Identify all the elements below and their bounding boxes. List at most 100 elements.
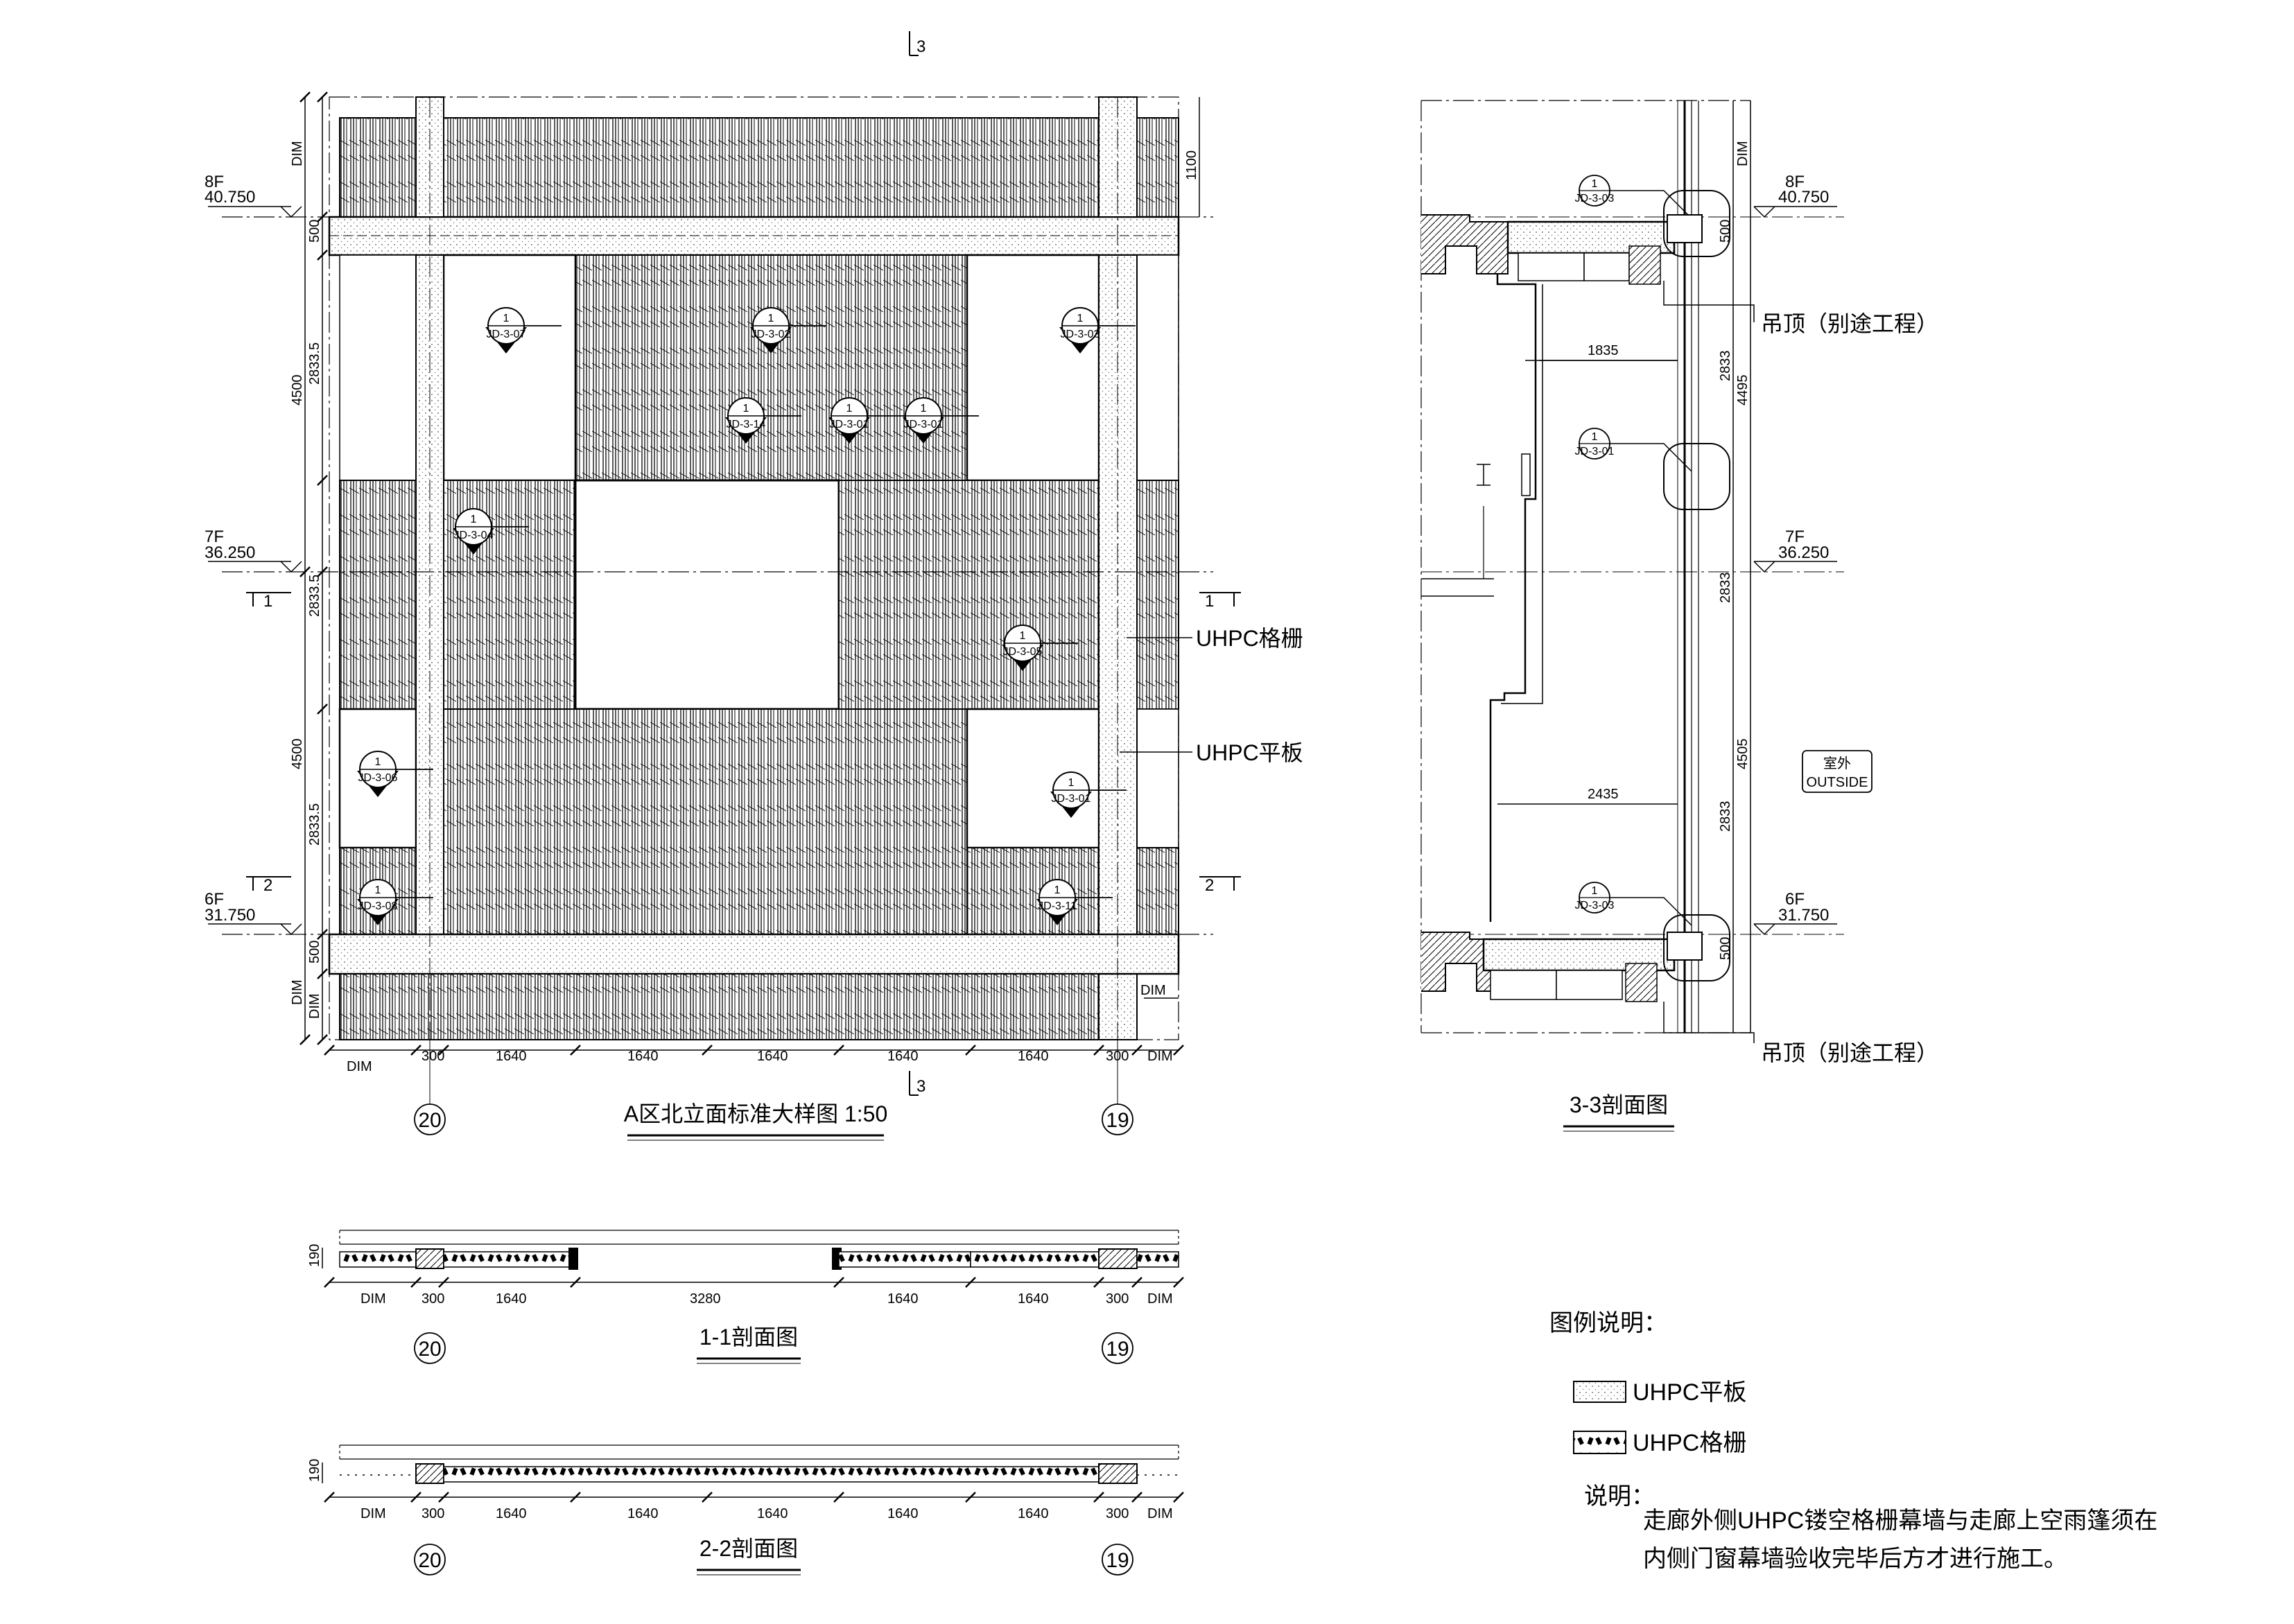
legend-grille-label: UHPC格栅 [1633,1430,1746,1456]
section-1-1-drawing [322,1230,1179,1283]
dim-tick [317,91,328,103]
dim-text: 2435 [1588,787,1619,802]
dim-tick [1131,1045,1142,1056]
section-cut-1 [246,592,1241,606]
dim-tick [299,566,311,577]
svg-text:36.250: 36.250 [205,543,255,562]
elev-right-dims: 1100 DIM [1140,150,1199,998]
callout-ref: JD-3-01 [1052,793,1091,805]
dim-text: 2833 [1718,351,1733,382]
dim-text: DIM [1140,983,1166,998]
svg-text:20: 20 [418,1338,441,1361]
note-label: 说明： [1584,1483,1655,1510]
svg-text:19: 19 [1106,1338,1129,1361]
dim-text: 1640 [496,1049,527,1064]
section-1-1-title: 1-1剖面图 [697,1325,801,1364]
dim-tick [833,1045,844,1056]
callout-ref: JD-3-08 [358,900,398,912]
elevation-title: A区北立面标准大样图 1:50 [624,1101,887,1141]
dim-tick [317,475,328,486]
legend-panel-label: UHPC平板 [1633,1379,1746,1406]
detail-callout: 1JD-3-01 [828,397,905,444]
dim-text: 2833 [1718,573,1733,604]
elev-left-outer-dims: DIM 4500 4500 DIM [290,141,305,1005]
dim-tick [317,211,328,222]
dim-tick [1173,1045,1184,1056]
svg-text:20: 20 [418,1109,441,1132]
callout-ref: JD-3-03 [1575,900,1615,911]
dim-text: 1640 [627,1049,659,1064]
section-cut-3-bottom [909,1071,919,1096]
dim-text: DIM [1147,1291,1173,1307]
dim-tick [702,1492,713,1503]
dim-tick [410,1045,422,1056]
section-mark: 2 [1205,876,1214,895]
dim-text: DIM [307,993,322,1019]
callout-number: 1 [743,403,749,414]
dim-text: 1640 [627,1506,659,1521]
dim-tick [317,704,328,715]
section-3-3-title: 3-3剖面图 [1563,1092,1674,1132]
s22-axis-19: 19 [1102,1544,1133,1575]
section-2-2-drawing [322,1444,1179,1498]
dim-text: DIM [290,141,305,166]
section-mark: 3 [916,1077,926,1096]
callout-ref: JD-3-04 [454,530,494,541]
dim-tick [965,1492,976,1503]
svg-text:8F: 8F [1785,173,1805,191]
dim-text: 2833 [1718,801,1733,832]
callout-ref: JD-3-01 [904,419,944,430]
detail-callout: 1JD-3-11 [1036,879,1113,925]
ceiling-label: 吊顶（别途工程） [1761,311,1938,336]
callout-number: 1 [503,313,510,324]
callout-ref: JD-3-01 [830,419,869,430]
dim-tick [324,1492,335,1503]
grille-leader: UHPC格栅 [1127,626,1303,651]
dim-tick [317,929,328,940]
callout-ref: JD-3-03 [1575,193,1615,204]
dim-text: 3280 [690,1291,721,1307]
dim-tick [833,1277,844,1288]
callout-ref: JD-3-06 [358,772,398,784]
svg-text:40.750: 40.750 [1778,188,1829,207]
dim-tick [1131,1492,1142,1503]
dim-tick [1093,1045,1104,1056]
s33-level-8f: 8F 40.750 [1753,173,1837,218]
svg-text:31.750: 31.750 [1778,906,1829,925]
svg-text:3-3剖面图: 3-3剖面图 [1570,1092,1668,1117]
dim-tick [570,1045,581,1056]
elev-left-inner-dims: 500 2833.5 2833.5 2833.5 500 DIM [307,220,322,1019]
ceiling-leader-bottom: 吊顶（别途工程） [1663,1002,1938,1065]
grid-axis-20: 20 [414,1040,446,1135]
callout-number: 1 [375,884,381,896]
s33-level-6f: 6F 31.750 [1753,890,1837,936]
level-marker-6f: 6F 31.750 [205,890,302,936]
svg-text:6F: 6F [1785,890,1805,909]
s11-dims: DIM 300 1640 3280 1640 1640 300 DIM [360,1291,1173,1307]
detail-callout: 1JD-3-01 [903,397,979,444]
note-line-1: 走廊外侧UHPC镂空格栅幕墙与走廊上空雨篷须在 [1643,1508,2157,1534]
callout-number: 1 [846,403,853,414]
callout-number: 1 [1068,777,1075,789]
dim-text: 1640 [887,1049,919,1064]
callout-number: 1 [1592,431,1598,443]
dim-tick [1173,1492,1184,1503]
dim-tick [1173,1277,1184,1288]
dim-text: 300 [422,1291,444,1307]
callout-number: 1 [1054,884,1061,896]
dim-text: DIM [347,1059,372,1074]
dim-tick [438,1492,449,1503]
legend: 图例说明： UHPC平板 UHPC格栅 说明： 走廊外侧UHPC镂空格栅幕墙与走… [1549,1310,2157,1572]
dim-text: DIM [360,1291,386,1307]
detail-callout: 1JD-3-01 [1575,428,1692,472]
legend-title: 图例说明： [1549,1310,1667,1336]
dim-text: 190 [307,1459,322,1482]
svg-text:7F: 7F [205,527,224,546]
detail-callout: 1JD-3-02 [750,307,826,353]
callout-number: 1 [471,514,477,525]
dim-text: 4505 [1735,739,1750,770]
dim-tick [965,1277,976,1288]
dim-tick [317,566,328,577]
svg-text:31.750: 31.750 [205,906,255,925]
dim-text: 300 [422,1049,444,1064]
